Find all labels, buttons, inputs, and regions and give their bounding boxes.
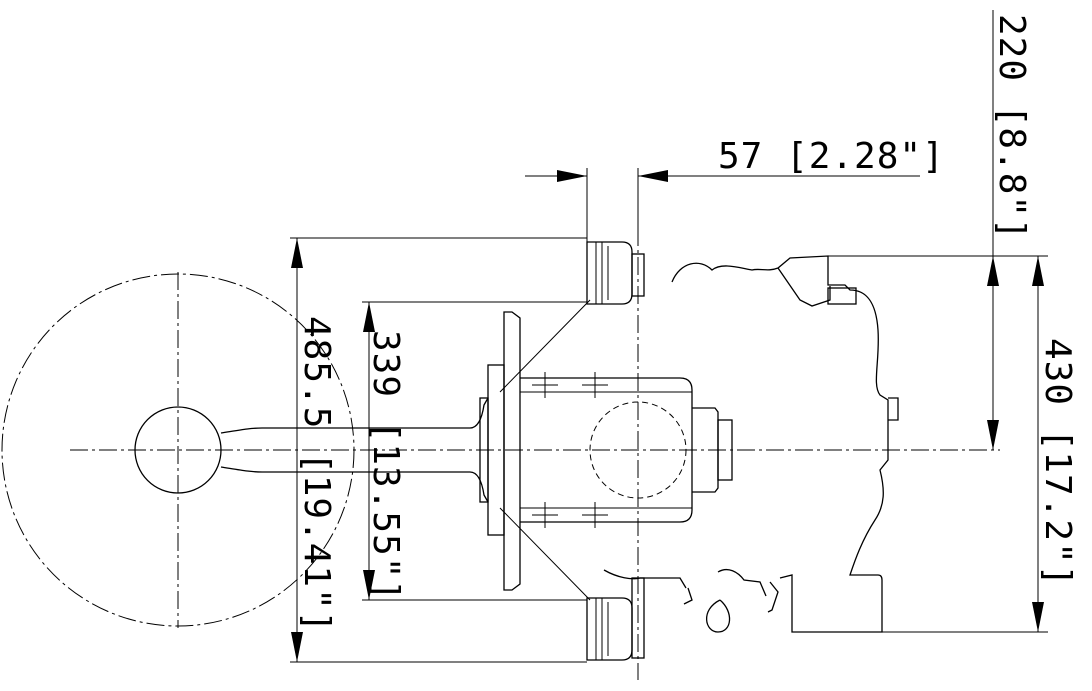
dimension-430-label: 430 [17.2"] [1037,338,1078,587]
dimension-220: 220 [8.8"] [828,10,1048,450]
dimension-485-label: 485.5 [19.41"] [296,316,337,633]
dimension-57-label: 57 [2.28"] [718,136,945,177]
hub-flange [479,299,591,601]
dimension-430: 430 [17.2"] [882,256,1078,633]
dimension-220-label: 220 [8.8"] [991,14,1032,241]
dimension-339: 339 [13.55"] [362,301,587,602]
lower-roller [586,577,645,661]
upper-roller [586,241,645,305]
dimension-57: 57 [2.28"] [525,136,945,242]
gearbox-body [520,372,733,528]
dimension-485: 485.5 [19.41"] [290,237,587,663]
operator-silhouette [603,255,899,633]
dimension-339-label: 339 [13.55"] [365,330,406,602]
lever-handle [134,397,489,503]
